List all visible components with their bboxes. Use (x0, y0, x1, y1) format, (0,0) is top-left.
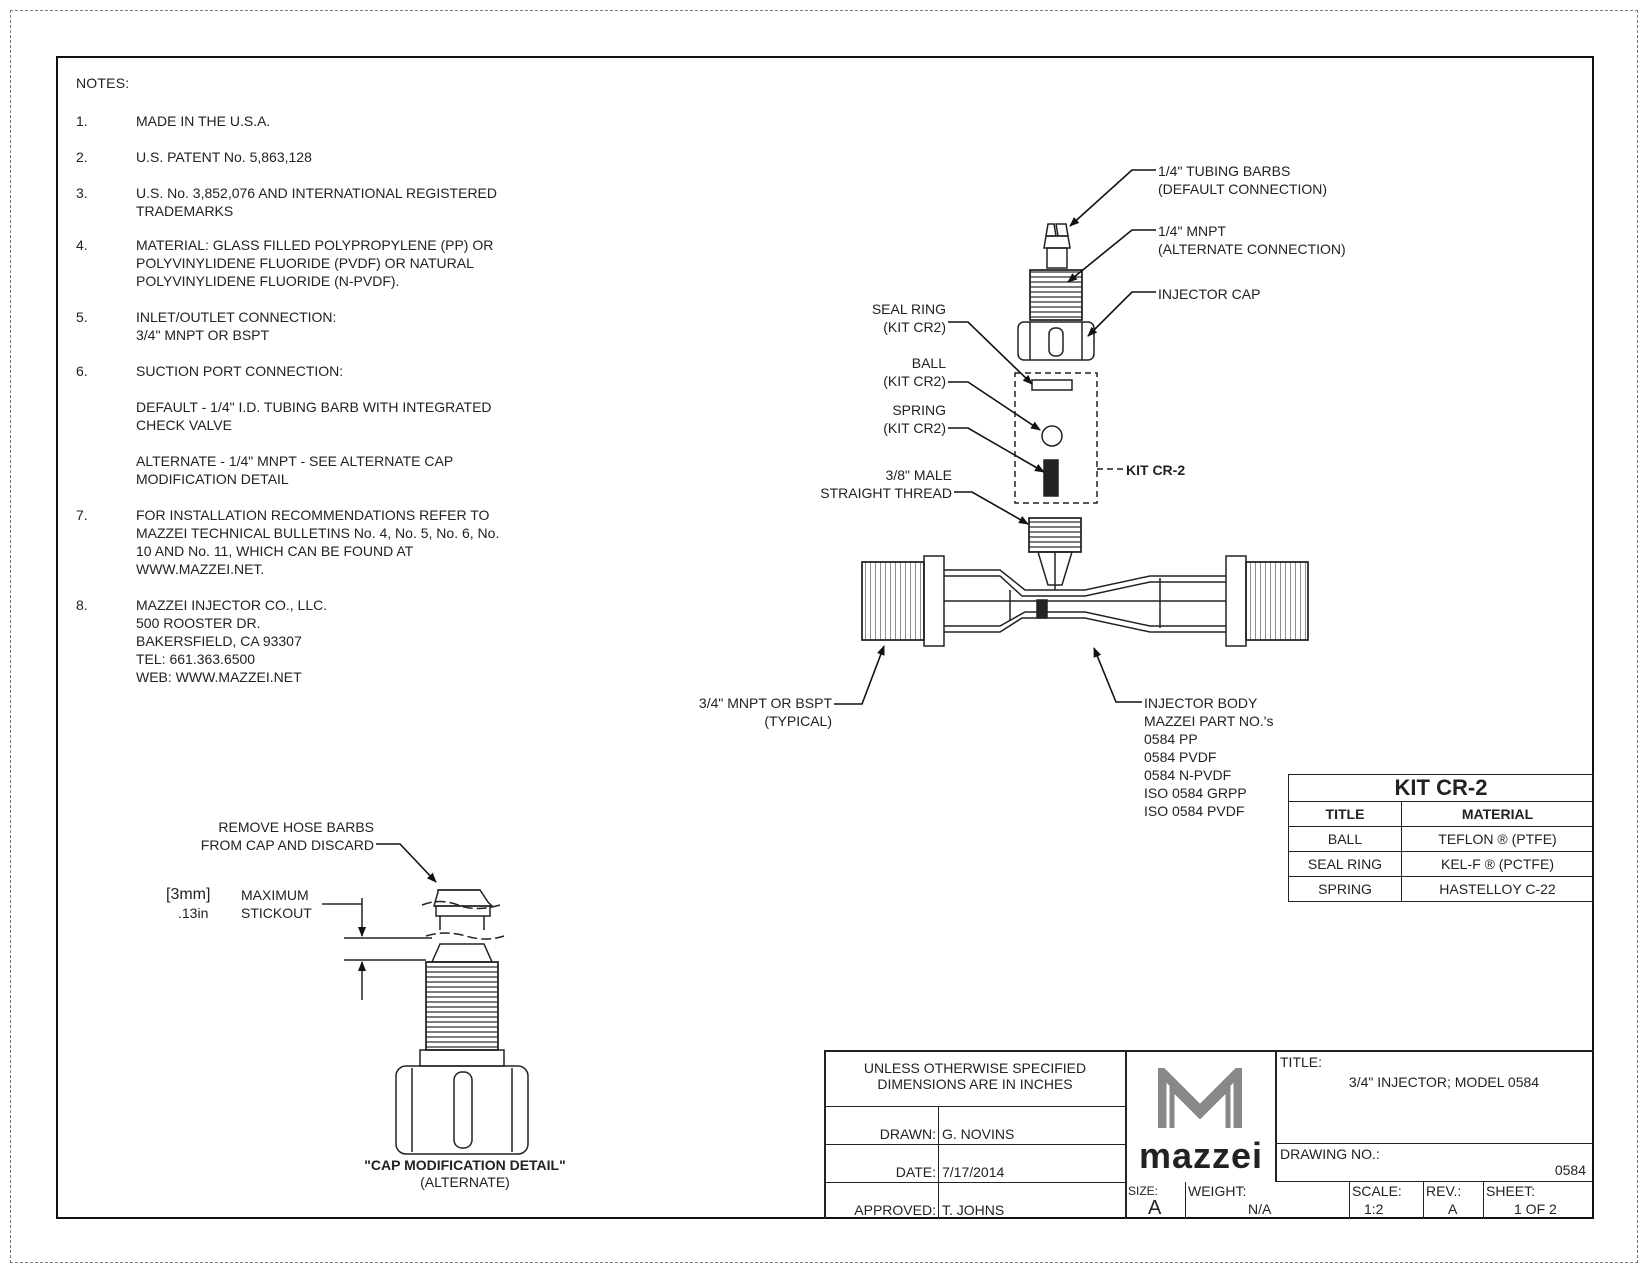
leader-lines (376, 169, 1156, 883)
kit-header-material: MATERIAL (1401, 801, 1594, 827)
note-text: SUCTION PORT CONNECTION: (136, 363, 344, 379)
mazzei-logo-icon (1158, 1068, 1242, 1128)
table-row: BALL TEFLON ® (PTFE) (1288, 826, 1594, 852)
kit-table-title: KIT CR-2 (1288, 774, 1594, 802)
kit-cell: SEAL RING (1288, 851, 1402, 877)
tb-weight-cell (1186, 1182, 1350, 1219)
detail-title: "CAP MODIFICATION DETAIL" (364, 1157, 566, 1173)
kit-header-title: TITLE (1288, 801, 1402, 827)
seal-ring-shape (1031, 379, 1073, 391)
detail-remove-barbs: REMOVE HOSE BARBS FROM CAP AND DISCARD (200, 819, 374, 853)
tb-scale-cell (1350, 1182, 1424, 1219)
cap-detail-shape (322, 889, 529, 1155)
tb-left-cell (824, 1050, 1126, 1219)
tb-date-value: 7/17/2014 (942, 1164, 1005, 1180)
kit-cell: KEL-F ® (PCTFE) (1401, 851, 1594, 877)
tb-weight-label: WEIGHT: (1188, 1183, 1247, 1199)
kit-cr2-box (1014, 372, 1098, 504)
note-text: U.S. No. 3,852,076 AND INTERNATIONAL REG… (136, 185, 497, 219)
title-block: UNLESS OTHERWISE SPECIFIED DIMENSIONS AR… (824, 1050, 1594, 1219)
tb-unless-text: UNLESS OTHERWISE SPECIFIED DIMENSIONS AR… (863, 1060, 1087, 1092)
tb-date-row (824, 1144, 1126, 1182)
tb-logo-cell (1126, 1050, 1276, 1182)
notes-heading: NOTES: (76, 75, 130, 91)
note-number: 7. (76, 507, 88, 523)
tb-approved-value: T. JOHNS (942, 1202, 1005, 1218)
tb-divider (938, 1106, 939, 1219)
dim-mm-value: 3mm (170, 886, 207, 903)
tb-title-value: 3/4" INJECTOR; MODEL 0584 (1348, 1074, 1540, 1090)
note-text: FOR INSTALLATION RECOMMENDATIONS REFER T… (136, 507, 500, 577)
ball-shape (1041, 425, 1063, 447)
note-text: MADE IN THE U.S.A. (136, 113, 271, 129)
note-text: MATERIAL: GLASS FILLED POLYPROPYLENE (PP… (136, 237, 494, 289)
note-text: ALTERNATE - 1/4" MNPT - SEE ALTERNATE CA… (136, 453, 454, 487)
tb-drawn-label: DRAWN: (879, 1126, 936, 1142)
tb-weight-value: N/A (1248, 1201, 1272, 1217)
table-row: SPRING HASTELLOY C-22 (1288, 876, 1594, 902)
tb-title-label: TITLE: (1280, 1054, 1323, 1070)
kit-cell: BALL (1288, 826, 1402, 852)
kit-cr2-table: KIT CR-2 TITLE MATERIAL BALL TEFLON ® (P… (1288, 774, 1594, 902)
sheet-border (10, 10, 1638, 1263)
tb-title-cell (1276, 1050, 1594, 1144)
callout-injector-body: INJECTOR BODY MAZZEI PART NO.'s 0584 PP … (1144, 695, 1274, 819)
note-text: DEFAULT - 1/4" I.D. TUBING BARB WITH INT… (136, 399, 492, 433)
table-row: SEAL RING KEL-F ® (PCTFE) (1288, 851, 1594, 877)
callout-inlet-outlet: 3/4" MNPT OR BSPT (TYPICAL) (698, 695, 832, 729)
note-number: 5. (76, 309, 88, 325)
injector-cap-shape (1017, 321, 1095, 361)
note-text: U.S. PATENT No. 5,863,128 (136, 149, 312, 165)
tb-rev-label: REV.: (1426, 1183, 1462, 1199)
note-number: 6. (76, 363, 88, 379)
tb-rev-cell (1424, 1182, 1484, 1219)
dim-mm-label: [3mm] (166, 886, 211, 903)
tb-approved-row (824, 1182, 1126, 1219)
callout-male-thread: 3/8" MALE STRAIGHT THREAD (820, 467, 952, 501)
detail-max-stickout: MAXIMUM STICKOUT (241, 887, 312, 921)
callout-kit-cr2: KIT CR-2 (1126, 462, 1186, 478)
spring-shape (1043, 459, 1059, 497)
tb-scale-value: 1:2 (1364, 1201, 1384, 1217)
tb-size-value: A (1148, 1197, 1162, 1219)
tb-rev-value: A (1448, 1201, 1458, 1217)
tb-drawingno-value: 0584 (1554, 1162, 1586, 1178)
kit-cell: SPRING (1288, 876, 1402, 902)
note-text: MAZZEI INJECTOR CO., LLC. 500 ROOSTER DR… (136, 597, 328, 685)
tb-sheet-label: SHEET: (1486, 1183, 1536, 1199)
logo-wordmark: mazzei (1138, 1135, 1264, 1176)
tb-drawingno-cell (1276, 1144, 1594, 1182)
note-number: 2. (76, 149, 88, 165)
tb-date-label: DATE: (895, 1164, 936, 1180)
callout-seal-ring: SEAL RING (KIT CR2) (871, 301, 946, 335)
callout-ball: BALL (KIT CR2) (883, 355, 946, 389)
note-number: 1. (76, 113, 88, 129)
note-number: 8. (76, 597, 88, 613)
male-thread-shape (1028, 517, 1082, 553)
callout-mnpt: 1/4" MNPT (ALTERNATE CONNECTION) (1158, 223, 1346, 257)
tb-size-cell (1126, 1182, 1186, 1219)
tb-approved-label: APPROVED: (854, 1202, 936, 1218)
tb-drawingno-label: DRAWING NO.: (1280, 1146, 1380, 1162)
tb-drawn-value: G. NOVINS (942, 1126, 1015, 1142)
tb-sheet-value: 1 OF 2 (1514, 1201, 1557, 1217)
kit-cell: TEFLON ® (PTFE) (1401, 826, 1594, 852)
callout-spring: SPRING (KIT CR2) (883, 402, 946, 436)
kit-cell: HASTELLOY C-22 (1401, 876, 1594, 902)
note-number: 4. (76, 237, 88, 253)
callout-tubing-barbs: 1/4" TUBING BARBS (DEFAULT CONNECTION) (1158, 163, 1328, 197)
callout-injector-cap: INJECTOR CAP (1158, 286, 1261, 302)
injector-body-shape (861, 555, 1309, 647)
tb-size-label: SIZE: (1128, 1184, 1159, 1198)
detail-subtitle: (ALTERNATE) (420, 1174, 510, 1190)
note-number: 3. (76, 185, 88, 201)
dim-in-label: .13in (178, 905, 209, 921)
tb-scale-label: SCALE: (1352, 1183, 1402, 1199)
tubing-barb-shape (1043, 223, 1071, 269)
note-text: INLET/OUTLET CONNECTION: 3/4" MNPT OR BS… (136, 309, 337, 343)
tb-drawn-row (824, 1106, 1126, 1144)
